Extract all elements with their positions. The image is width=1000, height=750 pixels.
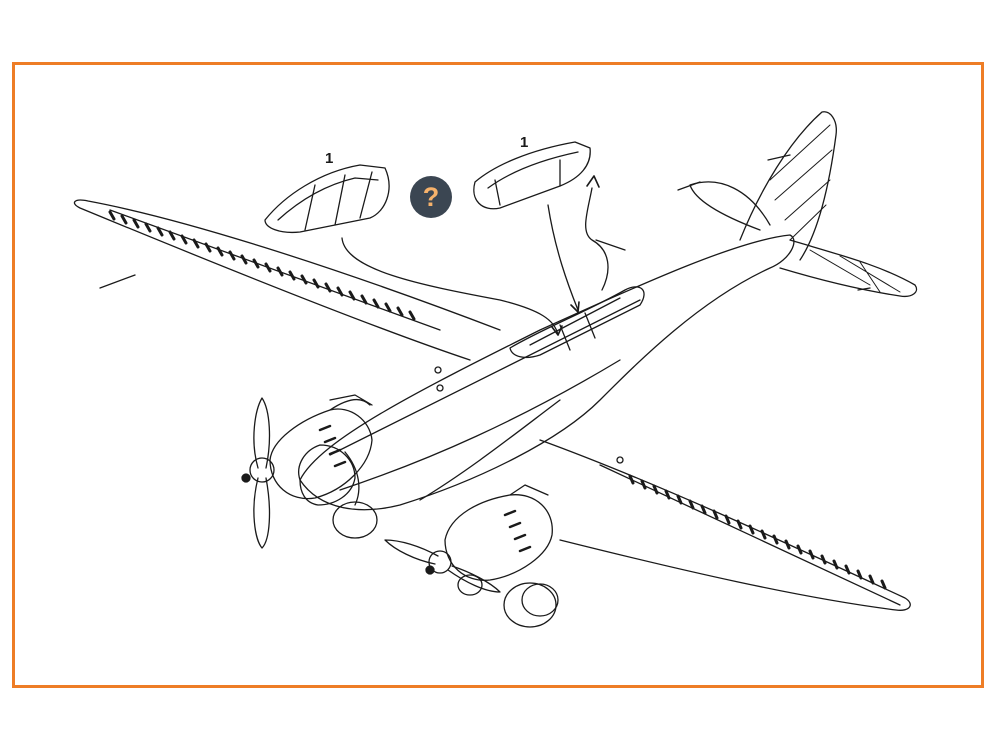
fuselage — [298, 234, 795, 511]
right-engine — [384, 484, 559, 628]
right-wing — [539, 439, 911, 611]
part-number-label: 1 — [325, 150, 334, 167]
left-wing — [73, 199, 501, 361]
question-mark-icon: ? — [410, 176, 452, 218]
tail-assembly — [677, 111, 918, 298]
canopy-part-a — [264, 164, 390, 234]
assembly-arrows — [341, 175, 626, 336]
instruction-frame — [12, 62, 984, 688]
left-engine — [241, 394, 378, 549]
canopy-part-b — [473, 141, 591, 210]
part-number-label: 1 — [520, 134, 529, 151]
